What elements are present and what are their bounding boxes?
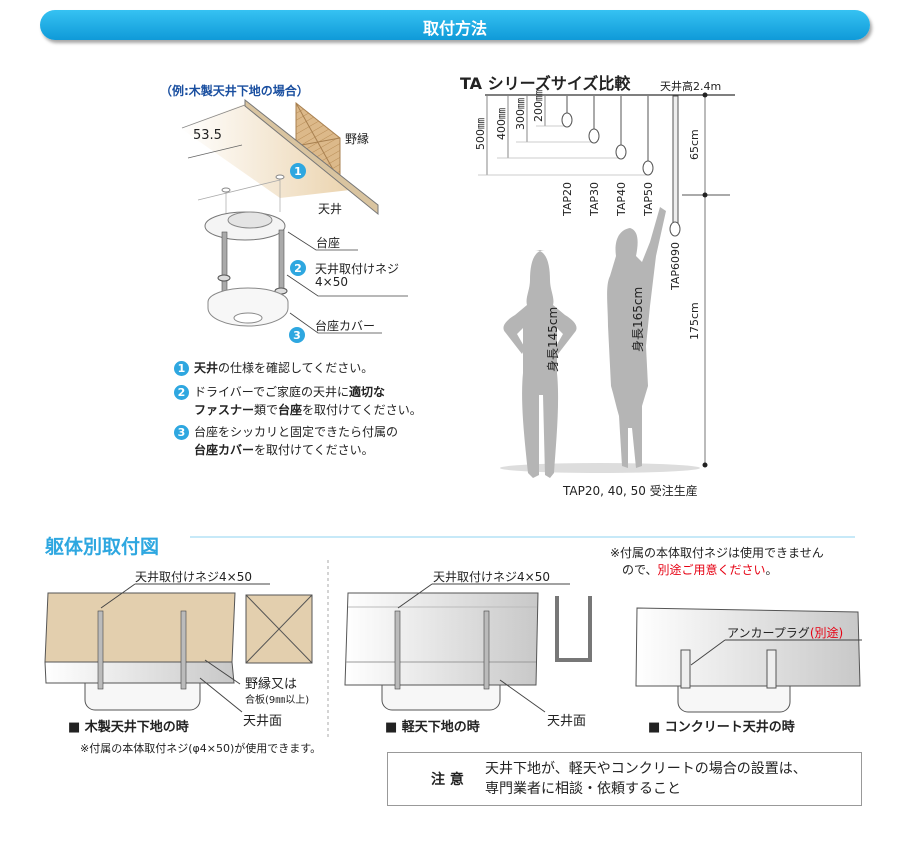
top-note-line1: ※付属の本体取付ネジは使用できません xyxy=(610,546,824,560)
step-2-text1: ドライバーでご家庭の天井に xyxy=(194,385,350,399)
wood-screw-label: 天井取付けネジ4×50 xyxy=(135,570,252,584)
joist-or-plywood-label: 野縁又は xyxy=(245,677,298,692)
step-2-text2: 類で xyxy=(254,403,279,417)
step-3-number: 3 xyxy=(174,425,189,440)
steel-surface-label: 天井面 xyxy=(547,714,587,729)
anchor-sold-separately: (別途) xyxy=(809,626,844,640)
model-tap6090: TAP6090 xyxy=(669,242,682,291)
model-tap30: TAP30 xyxy=(588,182,601,217)
size-chart-labels: 500㎜ 400㎜ 300㎜ 200㎜ TAP20 TAP30 TAP40 TA… xyxy=(474,90,701,372)
marker-2-label: 2 xyxy=(294,262,302,275)
section-title: 取付方法 xyxy=(422,19,487,38)
top-note-red: 別途ご用意ください xyxy=(657,563,766,577)
steel-caption: ■ 軽天下地の時 xyxy=(385,720,480,735)
caution-line1: 天井下地が、軽天やコンクリートの場合の設置は、 xyxy=(485,761,807,777)
wood-note: ※付属の本体取付ネジ(φ4×50)が使用できます。 xyxy=(80,742,322,755)
marker-1 xyxy=(290,163,306,179)
model-tap50: TAP50 xyxy=(642,182,655,217)
dim-175cm: 175cm xyxy=(688,302,701,340)
step-2-bold1: 適切な xyxy=(349,385,386,399)
step-2-text3: を取付けてください。 xyxy=(302,403,422,417)
top-note: ※付属の本体取付ネジは使用できませんので、別途ご用意ください。 xyxy=(610,545,824,579)
step-3-text2: を取付けてください。 xyxy=(254,443,374,457)
screw-label-line1: 天井取付けネジ xyxy=(315,262,400,276)
step-2-number: 2 xyxy=(174,385,189,400)
dim-200: 200㎜ xyxy=(532,90,545,122)
plywood-label: 合板(9㎜以上) xyxy=(245,695,310,706)
step-2-bold2: ファスナー xyxy=(194,403,255,417)
structure-title: 躯体別取付図 xyxy=(45,536,160,558)
size-compare-title: TA シリーズサイズ比較 xyxy=(460,74,631,93)
person-165-silhouette xyxy=(607,207,666,468)
step-2-bold3: 台座 xyxy=(278,403,303,417)
marker-3 xyxy=(289,327,305,343)
step-3-bold: 台座カバー xyxy=(194,443,255,457)
marker-1-label: 1 xyxy=(294,165,302,178)
steel-ceiling-diagram xyxy=(344,583,592,713)
dimension-label: 53.5 xyxy=(193,128,222,143)
step-3: 3 台座をシッカリと固定できたら付属の台座カバーを取付けてください。 xyxy=(174,423,398,459)
example-label: （例:木製天井下地の場合） xyxy=(160,84,309,98)
person-145-silhouette xyxy=(503,250,577,478)
concrete-caption: ■ コンクリート天井の時 xyxy=(648,720,795,735)
caution-box: 注 意 天井下地が、軽天やコンクリートの場合の設置は、専門業者に相談・依頼するこ… xyxy=(387,752,862,806)
base-illustration xyxy=(204,211,286,241)
caution-line2: 専門業者に相談・依頼すること xyxy=(485,781,681,797)
anchor-label-text: アンカープラグ xyxy=(727,626,810,640)
concrete-ceiling-diagram xyxy=(635,607,862,713)
anchor-label: アンカープラグ(別途) xyxy=(727,624,843,641)
wood-surface-label: 天井面 xyxy=(243,714,283,729)
section-header: 取付方法 xyxy=(40,10,870,40)
base-label: 台座 xyxy=(316,236,341,250)
model-tap20: TAP20 xyxy=(561,182,574,217)
model-tap40: TAP40 xyxy=(615,182,628,217)
marker-3-label: 3 xyxy=(293,329,301,342)
ceiling-label: 天井 xyxy=(318,202,343,216)
step-1-bold: 天井 xyxy=(194,361,219,375)
dim-300: 300㎜ xyxy=(514,98,527,130)
dim-65cm: 65cm xyxy=(688,129,701,160)
dim-400: 400㎜ xyxy=(495,108,508,140)
step-2: 2 ドライバーでご家庭の天井に適切なファスナー類で台座を取付けてください。 xyxy=(174,383,422,419)
person-165-label: 身長165cm xyxy=(630,287,645,352)
dim-500: 500㎜ xyxy=(474,118,487,150)
step-1: 1 天井の仕様を確認してください。 xyxy=(174,359,373,377)
size-chart xyxy=(478,92,735,478)
steel-screw-label: 天井取付けネジ4×50 xyxy=(433,570,550,584)
wood-caption: ■ 木製天井下地の時 xyxy=(68,720,189,735)
ceiling-height-label: 天井高2.4m xyxy=(660,80,722,93)
step-1-text: の仕様を確認してください。 xyxy=(218,361,374,375)
marker-2 xyxy=(290,260,306,276)
caution-label: 注 意 xyxy=(431,772,464,788)
leader-lines xyxy=(286,231,408,334)
caution-text: 天井下地が、軽天やコンクリートの場合の設置は、専門業者に相談・依頼すること xyxy=(485,759,807,799)
step-1-number: 1 xyxy=(174,361,189,376)
made-to-order-note: TAP20, 40, 50 受注生産 xyxy=(563,484,698,498)
cover-illustration xyxy=(207,287,289,327)
cover-label: 台座カバー xyxy=(315,319,376,333)
top-note-line2: ので、 xyxy=(622,563,658,577)
ceiling-illustration xyxy=(180,98,379,216)
screw-label-line2: 4×50 xyxy=(315,275,348,289)
joist-label: 野縁 xyxy=(345,132,370,146)
person-145-label: 身長145cm xyxy=(545,307,560,372)
step-3-text1: 台座をシッカリと固定できたら付属の xyxy=(194,425,399,439)
wood-ceiling-diagram xyxy=(44,583,313,713)
top-note-end: 。 xyxy=(765,563,778,577)
